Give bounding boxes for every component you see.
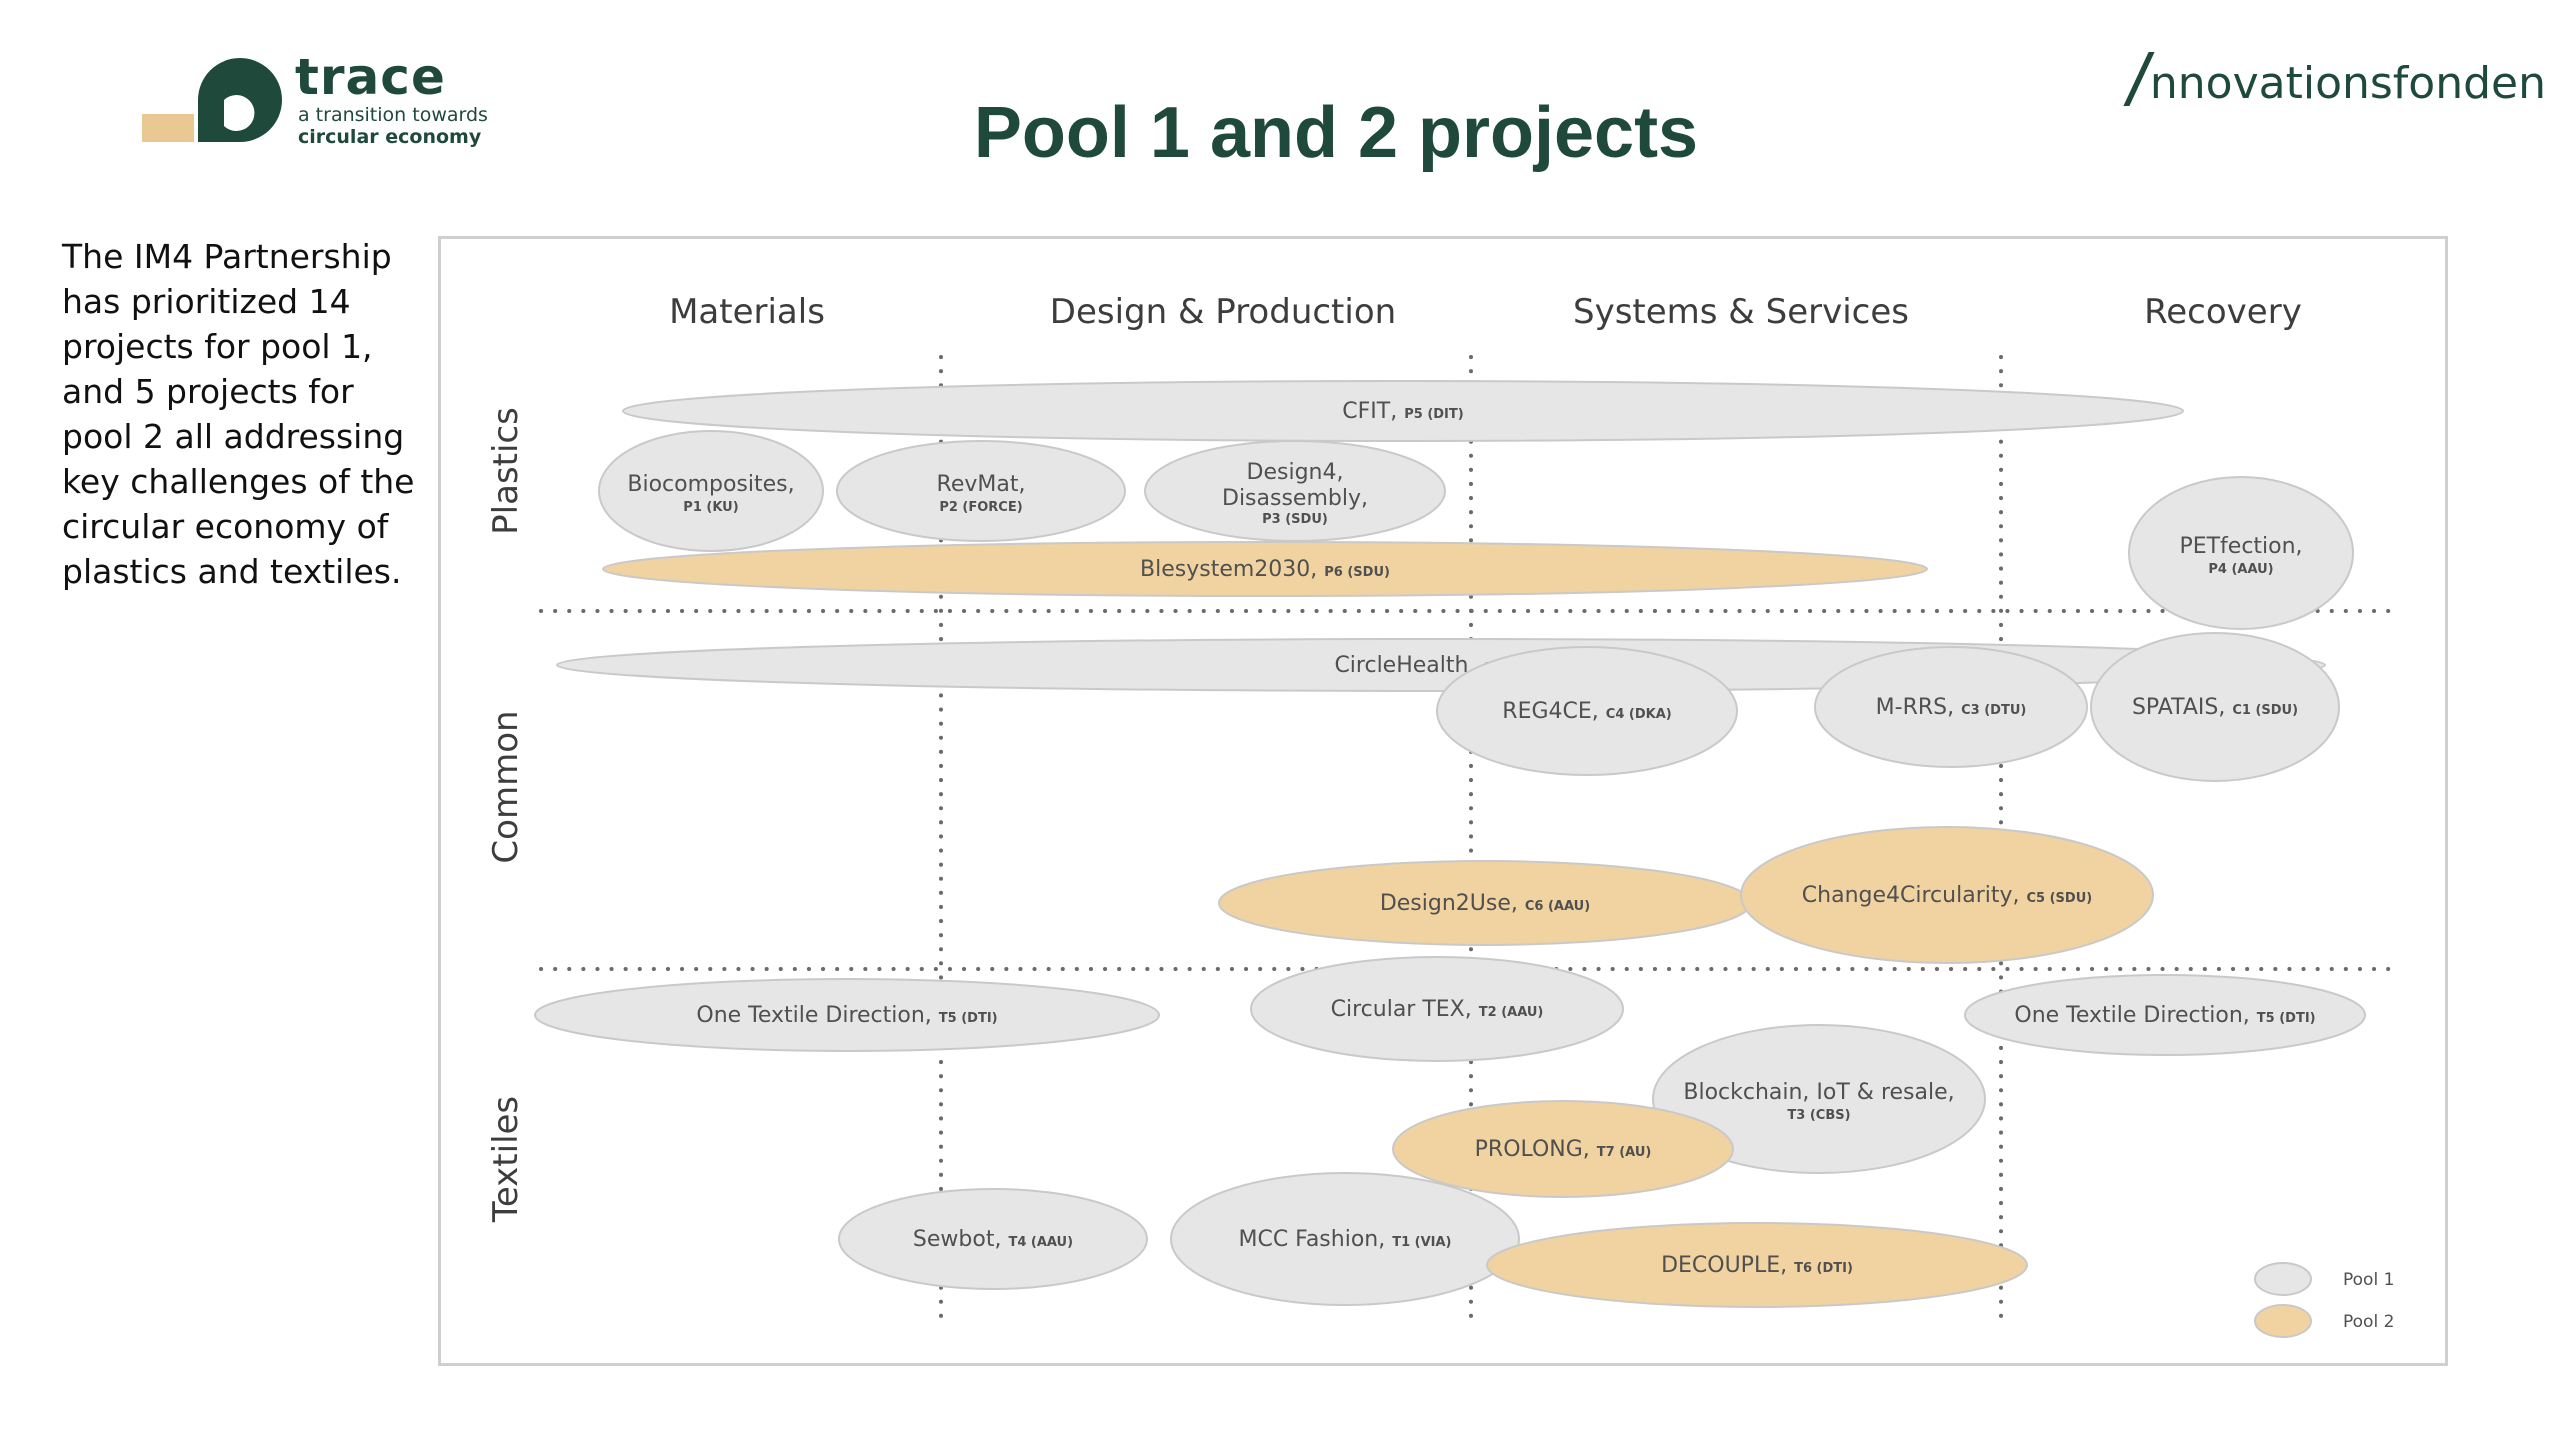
project-label-otd2: One Textile Direction, T5 (DTI) xyxy=(2014,1003,2315,1028)
project-ellipse-design4 xyxy=(1144,440,1446,542)
project-ellipse-blockchain xyxy=(1652,1024,1986,1174)
legend-swatch-pool2 xyxy=(2254,1304,2312,1338)
project-label-mccfashion: MCC Fashion, T1 (VIA) xyxy=(1238,1227,1451,1252)
project-reg4ce: REG4CE, C4 (DKA) xyxy=(1436,646,1738,776)
project-map: Materials Design & Production Systems & … xyxy=(486,292,2394,1338)
project-sewbot: Sewbot, T4 (AAU) xyxy=(838,1188,1148,1290)
project-revmat: RevMat, P2 (FORCE) xyxy=(836,440,1126,542)
project-otd1: One Textile Direction, T5 (DTI) xyxy=(534,978,1160,1052)
project-change4: Change4Circularity, C5 (SDU) xyxy=(1740,826,2154,964)
project-label-biocomposites: Biocomposites, xyxy=(627,472,794,497)
project-code-design4: P3 (SDU) xyxy=(1262,512,1328,527)
legend-label-pool2: Pool 2 xyxy=(2343,1312,2394,1332)
intro-text: The IM4 Partnership has prioritized 14 p… xyxy=(62,237,415,591)
project-mrrs: M-RRS, C3 (DTU) xyxy=(1814,646,2088,768)
project-ellipse-reg4ce xyxy=(1436,646,1738,776)
column-header-materials: Materials xyxy=(669,292,825,332)
project-label-sewbot: Sewbot, T4 (AAU) xyxy=(913,1227,1073,1252)
project-ellipse-sewbot xyxy=(838,1188,1148,1290)
project-ellipse-petfection xyxy=(2128,476,2354,630)
project-ellipse-cfit xyxy=(622,380,2184,442)
logo-word: trace xyxy=(295,48,446,106)
project-label-spatais: SPATAIS, C1 (SDU) xyxy=(2132,695,2298,720)
project-label-design4-2: Disassembly, xyxy=(1222,486,1368,511)
project-ellipse-blesystem xyxy=(602,541,1928,597)
logo-tagline-1: a transition towards xyxy=(298,104,488,126)
legend-label-pool1: Pool 1 xyxy=(2343,1270,2394,1290)
column-header-recovery: Recovery xyxy=(2144,292,2302,332)
diagram-panel: Materials Design & Production Systems & … xyxy=(438,236,2448,1366)
project-ellipse-spatais xyxy=(2090,632,2340,782)
project-biocomposites: Biocomposites, P1 (KU) xyxy=(598,430,824,552)
project-label-mrrs: M-RRS, C3 (DTU) xyxy=(1876,695,2027,720)
innovationsfonden-logo: nnovationsfonden xyxy=(2123,52,2546,109)
project-code-blockchain: T3 (CBS) xyxy=(1787,1108,1850,1123)
legend: Pool 1 Pool 2 xyxy=(2254,1262,2394,1338)
project-petfection: PETfection, P4 (AAU) xyxy=(2128,476,2354,630)
row-header-textiles: Textiles xyxy=(486,1096,526,1223)
logo-tagline-2: circular economy xyxy=(298,126,482,148)
project-circulartex: Circular TEX, T2 (AAU) xyxy=(1250,956,1624,1062)
project-ellipse-change4 xyxy=(1740,826,2154,964)
project-blesystem: Blesystem2030, P6 (SDU) xyxy=(602,541,1928,597)
project-label-otd1: One Textile Direction, T5 (DTI) xyxy=(696,1003,997,1028)
project-cfit: CFIT, P5 (DIT) xyxy=(622,380,2184,442)
project-spatais: SPATAIS, C1 (SDU) xyxy=(2090,632,2340,782)
project-label-change4: Change4Circularity, C5 (SDU) xyxy=(1802,883,2092,908)
project-code-biocomposites: P1 (KU) xyxy=(683,500,738,515)
project-design4: Design4,Disassembly,P3 (SDU) xyxy=(1144,440,1446,542)
project-ellipse-circulartex xyxy=(1250,956,1624,1062)
brand-word: nnovationsfonden xyxy=(2149,58,2546,109)
project-ellipse-biocomposites xyxy=(598,430,824,552)
project-label-blesystem: Blesystem2030, P6 (SDU) xyxy=(1140,557,1390,582)
project-label-cfit: CFIT, P5 (DIT) xyxy=(1342,399,1463,424)
project-code-revmat: P2 (FORCE) xyxy=(939,500,1022,515)
project-otd2: One Textile Direction, T5 (DTI) xyxy=(1964,974,2366,1056)
project-prolong: PROLONG, T7 (AU) xyxy=(1392,1100,1734,1198)
project-label-blockchain: Blockchain, IoT & resale, xyxy=(1683,1080,1954,1105)
project-label-decouple: DECOUPLE, T6 (DTI) xyxy=(1661,1253,1853,1278)
row-header-common: Common xyxy=(486,710,526,863)
project-design2use: Design2Use, C6 (AAU) xyxy=(1218,860,1752,946)
project-ellipse-revmat xyxy=(836,440,1126,542)
trace-logo: trace a transition towards circular econ… xyxy=(140,48,500,168)
project-ellipses: CFIT, P5 (DIT) Biocomposites, P1 (KU) RevMa… xyxy=(534,380,2366,1308)
project-label-design2use: Design2Use, C6 (AAU) xyxy=(1380,891,1590,916)
project-label-reg4ce: REG4CE, C4 (DKA) xyxy=(1502,699,1671,724)
project-code-petfection: P4 (AAU) xyxy=(2208,562,2273,577)
project-decouple: DECOUPLE, T6 (DTI) xyxy=(1486,1222,2028,1308)
project-label-circulartex: Circular TEX, T2 (AAU) xyxy=(1331,997,1544,1022)
project-label-design4-1: Design4, xyxy=(1247,460,1344,485)
project-ellipse-prolong xyxy=(1392,1100,1734,1198)
project-label-petfection: PETfection, xyxy=(2179,534,2302,559)
project-label-prolong: PROLONG, T7 (AU) xyxy=(1475,1137,1652,1162)
legend-swatch-pool1 xyxy=(2254,1262,2312,1296)
project-ellipse-mrrs xyxy=(1814,646,2088,768)
trace-mark-icon xyxy=(142,58,282,142)
project-label-revmat: RevMat, xyxy=(937,472,1026,497)
page-title: Pool 1 and 2 projects xyxy=(973,93,1699,173)
project-ellipse-decouple xyxy=(1486,1222,2028,1308)
column-header-design-production: Design & Production xyxy=(1050,292,1396,332)
column-header-systems-services: Systems & Services xyxy=(1573,292,1909,332)
project-blockchain: Blockchain, IoT & resale, T3 (CBS) xyxy=(1652,1024,1986,1174)
project-ellipse-otd2 xyxy=(1964,974,2366,1056)
row-header-plastics: Plastics xyxy=(486,407,526,535)
project-mccfashion: MCC Fashion, T1 (VIA) xyxy=(1170,1172,1520,1306)
project-ellipse-otd1 xyxy=(534,978,1160,1052)
project-ellipse-mccfashion xyxy=(1170,1172,1520,1306)
